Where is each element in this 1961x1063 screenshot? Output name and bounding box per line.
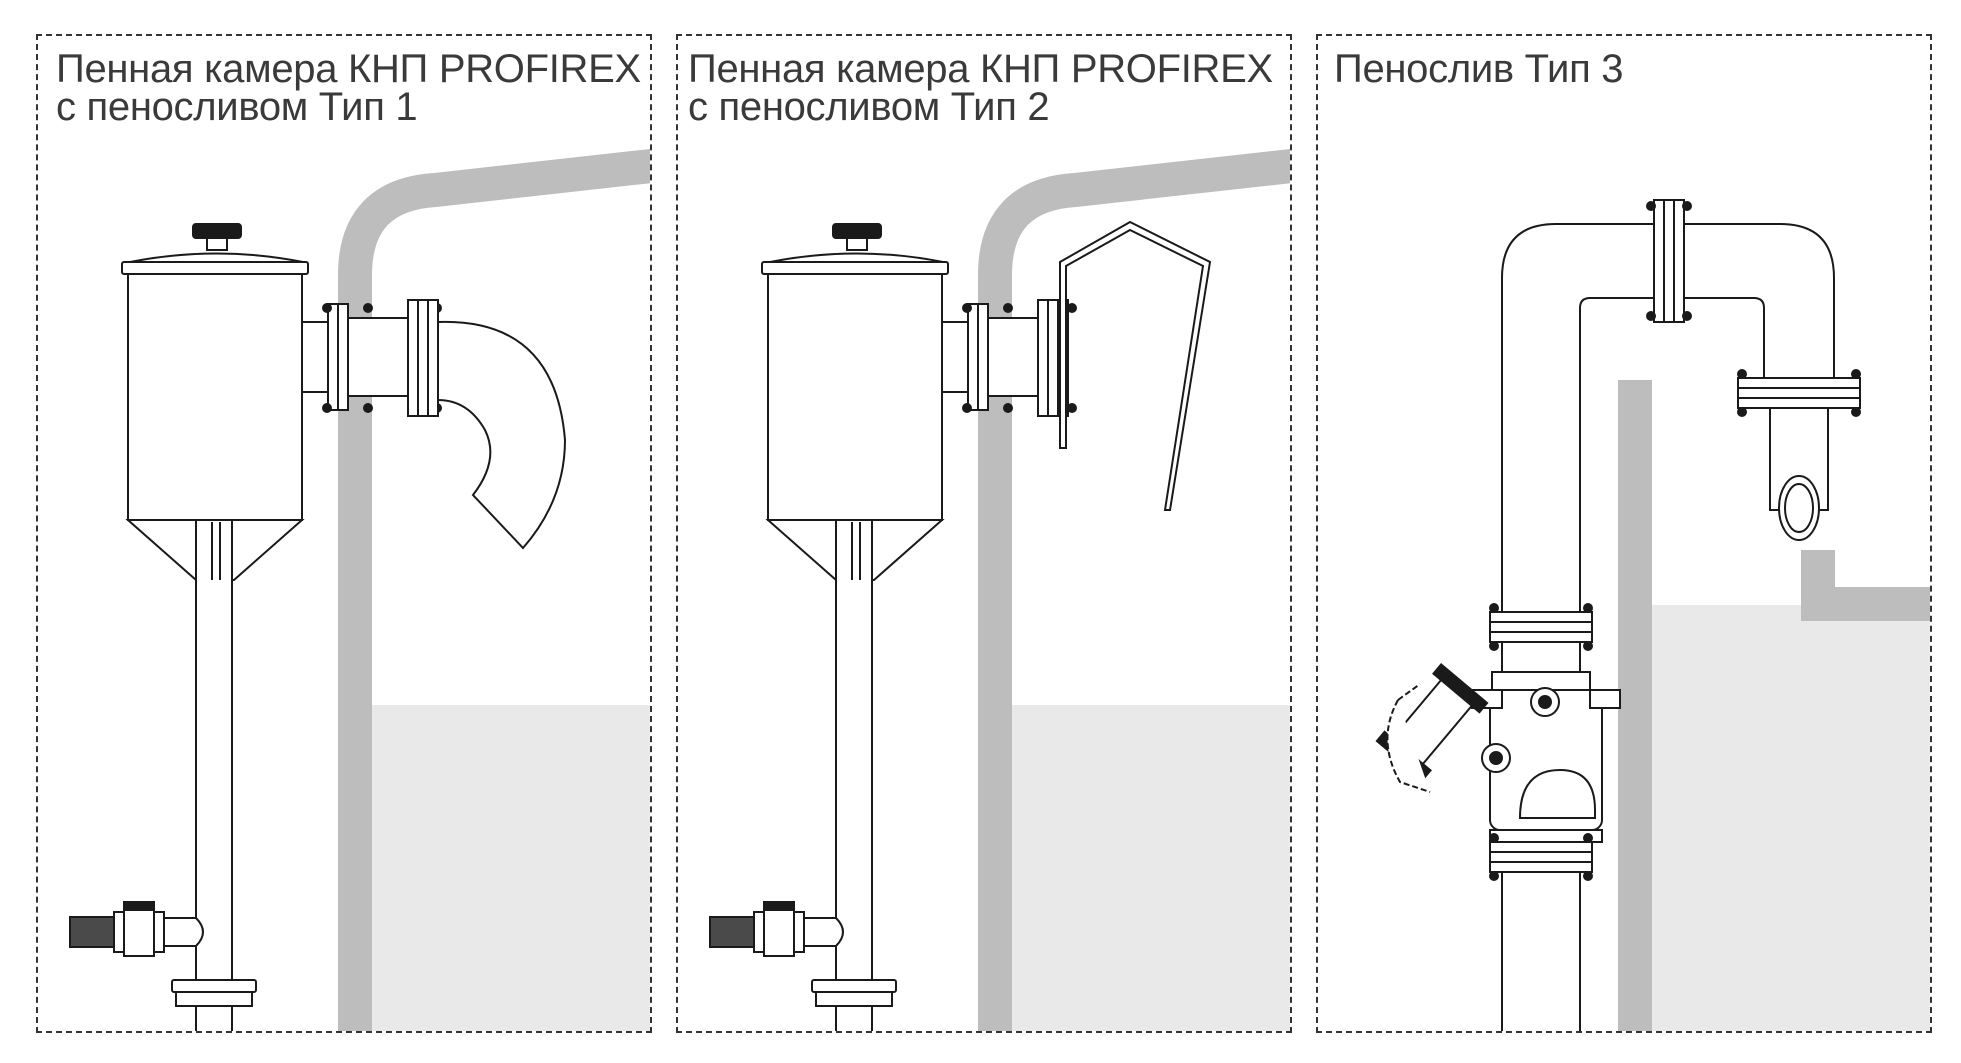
panel-type-2 <box>676 34 1292 1033</box>
foam-chamber-2 <box>761 223 1039 991</box>
panel-3-title-line1: Пенослив Тип 3 <box>1334 47 1624 91</box>
liquid-level <box>1650 605 1930 1031</box>
foam-pourer-type-1 <box>407 299 567 550</box>
panel-3-title: Пенослив Тип 3 <box>1334 47 1624 91</box>
tank-wall <box>1618 380 1930 1031</box>
panel-1-title-line1: Пенная камера КНП PROFIREX <box>56 47 641 91</box>
panel-type-3 <box>1316 34 1932 1033</box>
panel-2-title: Пенная камера КНП PROFIREX с пеносливом … <box>688 47 1273 129</box>
panel-1-title-line2: с пеносливом Тип 1 <box>56 85 418 129</box>
liquid-level <box>1010 705 1290 1031</box>
panel-2-drawing <box>709 149 1290 1031</box>
liquid-level <box>370 705 650 1031</box>
panel-1-drawing <box>69 149 650 1031</box>
panel-3-drawing <box>1375 199 1930 1031</box>
panel-type-1 <box>36 34 652 1033</box>
tank-wall <box>978 149 1290 1031</box>
tank-wall <box>338 149 650 1031</box>
drain-valve-1 <box>69 901 257 1031</box>
panel-2-title-line2: с пеносливом Тип 2 <box>688 85 1050 129</box>
foam-pourer-type-2 <box>1037 220 1212 511</box>
flange-bolts-3 <box>1489 201 1861 881</box>
panel-2-title-line1: Пенная камера КНП PROFIREX <box>688 47 1273 91</box>
foam-pourer-type-3 <box>1375 199 1861 1031</box>
panel-1-title: Пенная камера КНП PROFIREX с пеносливом … <box>56 47 641 129</box>
drain-valve-2 <box>709 901 897 1031</box>
